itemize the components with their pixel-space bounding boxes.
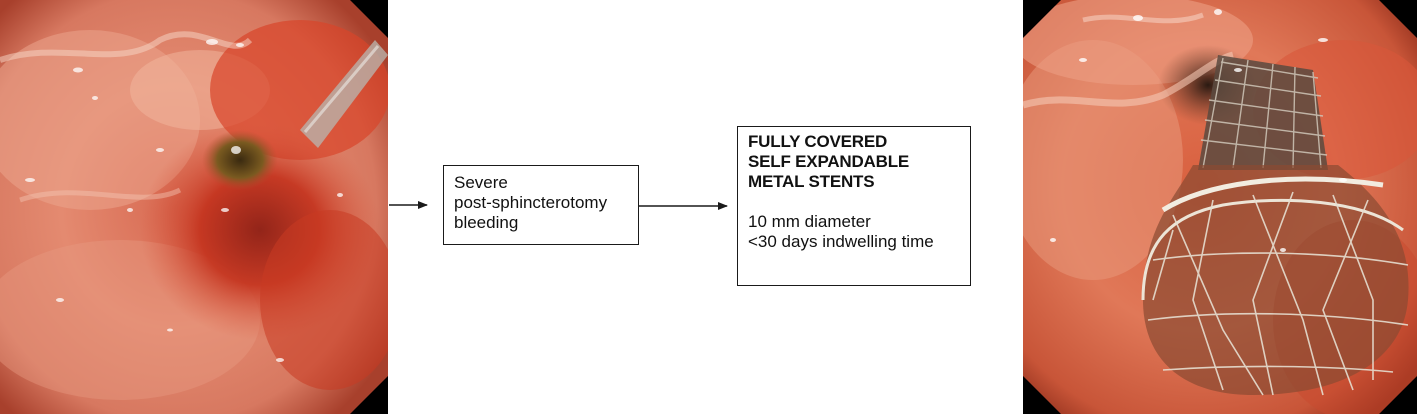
- step2-title-line-2: SELF EXPANDABLE: [748, 152, 910, 171]
- endoscopy-image-left: [0, 0, 388, 414]
- step1-line-3: bleeding: [454, 213, 519, 232]
- step2-detail-line-2: <30 days indwelling time: [748, 232, 934, 251]
- step1-line-1: Severe: [454, 173, 508, 192]
- step-box-stent: FULLY COVERED SELF EXPANDABLE METAL STEN…: [737, 126, 971, 286]
- endoscopy-photo-stent: [1023, 0, 1417, 414]
- step1-line-2: post-sphincterotomy: [454, 193, 608, 212]
- step2-detail-line-1: 10 mm diameter: [748, 212, 871, 231]
- spacer: [748, 192, 960, 212]
- step2-title-line-1: FULLY COVERED: [748, 132, 888, 151]
- step2-title-line-3: METAL STENTS: [748, 172, 875, 191]
- step-box-bleeding: Severe post-sphincterotomy bleeding: [443, 165, 639, 245]
- endoscopy-photo-bleeding: [0, 0, 388, 414]
- endoscopy-image-right: [1023, 0, 1417, 414]
